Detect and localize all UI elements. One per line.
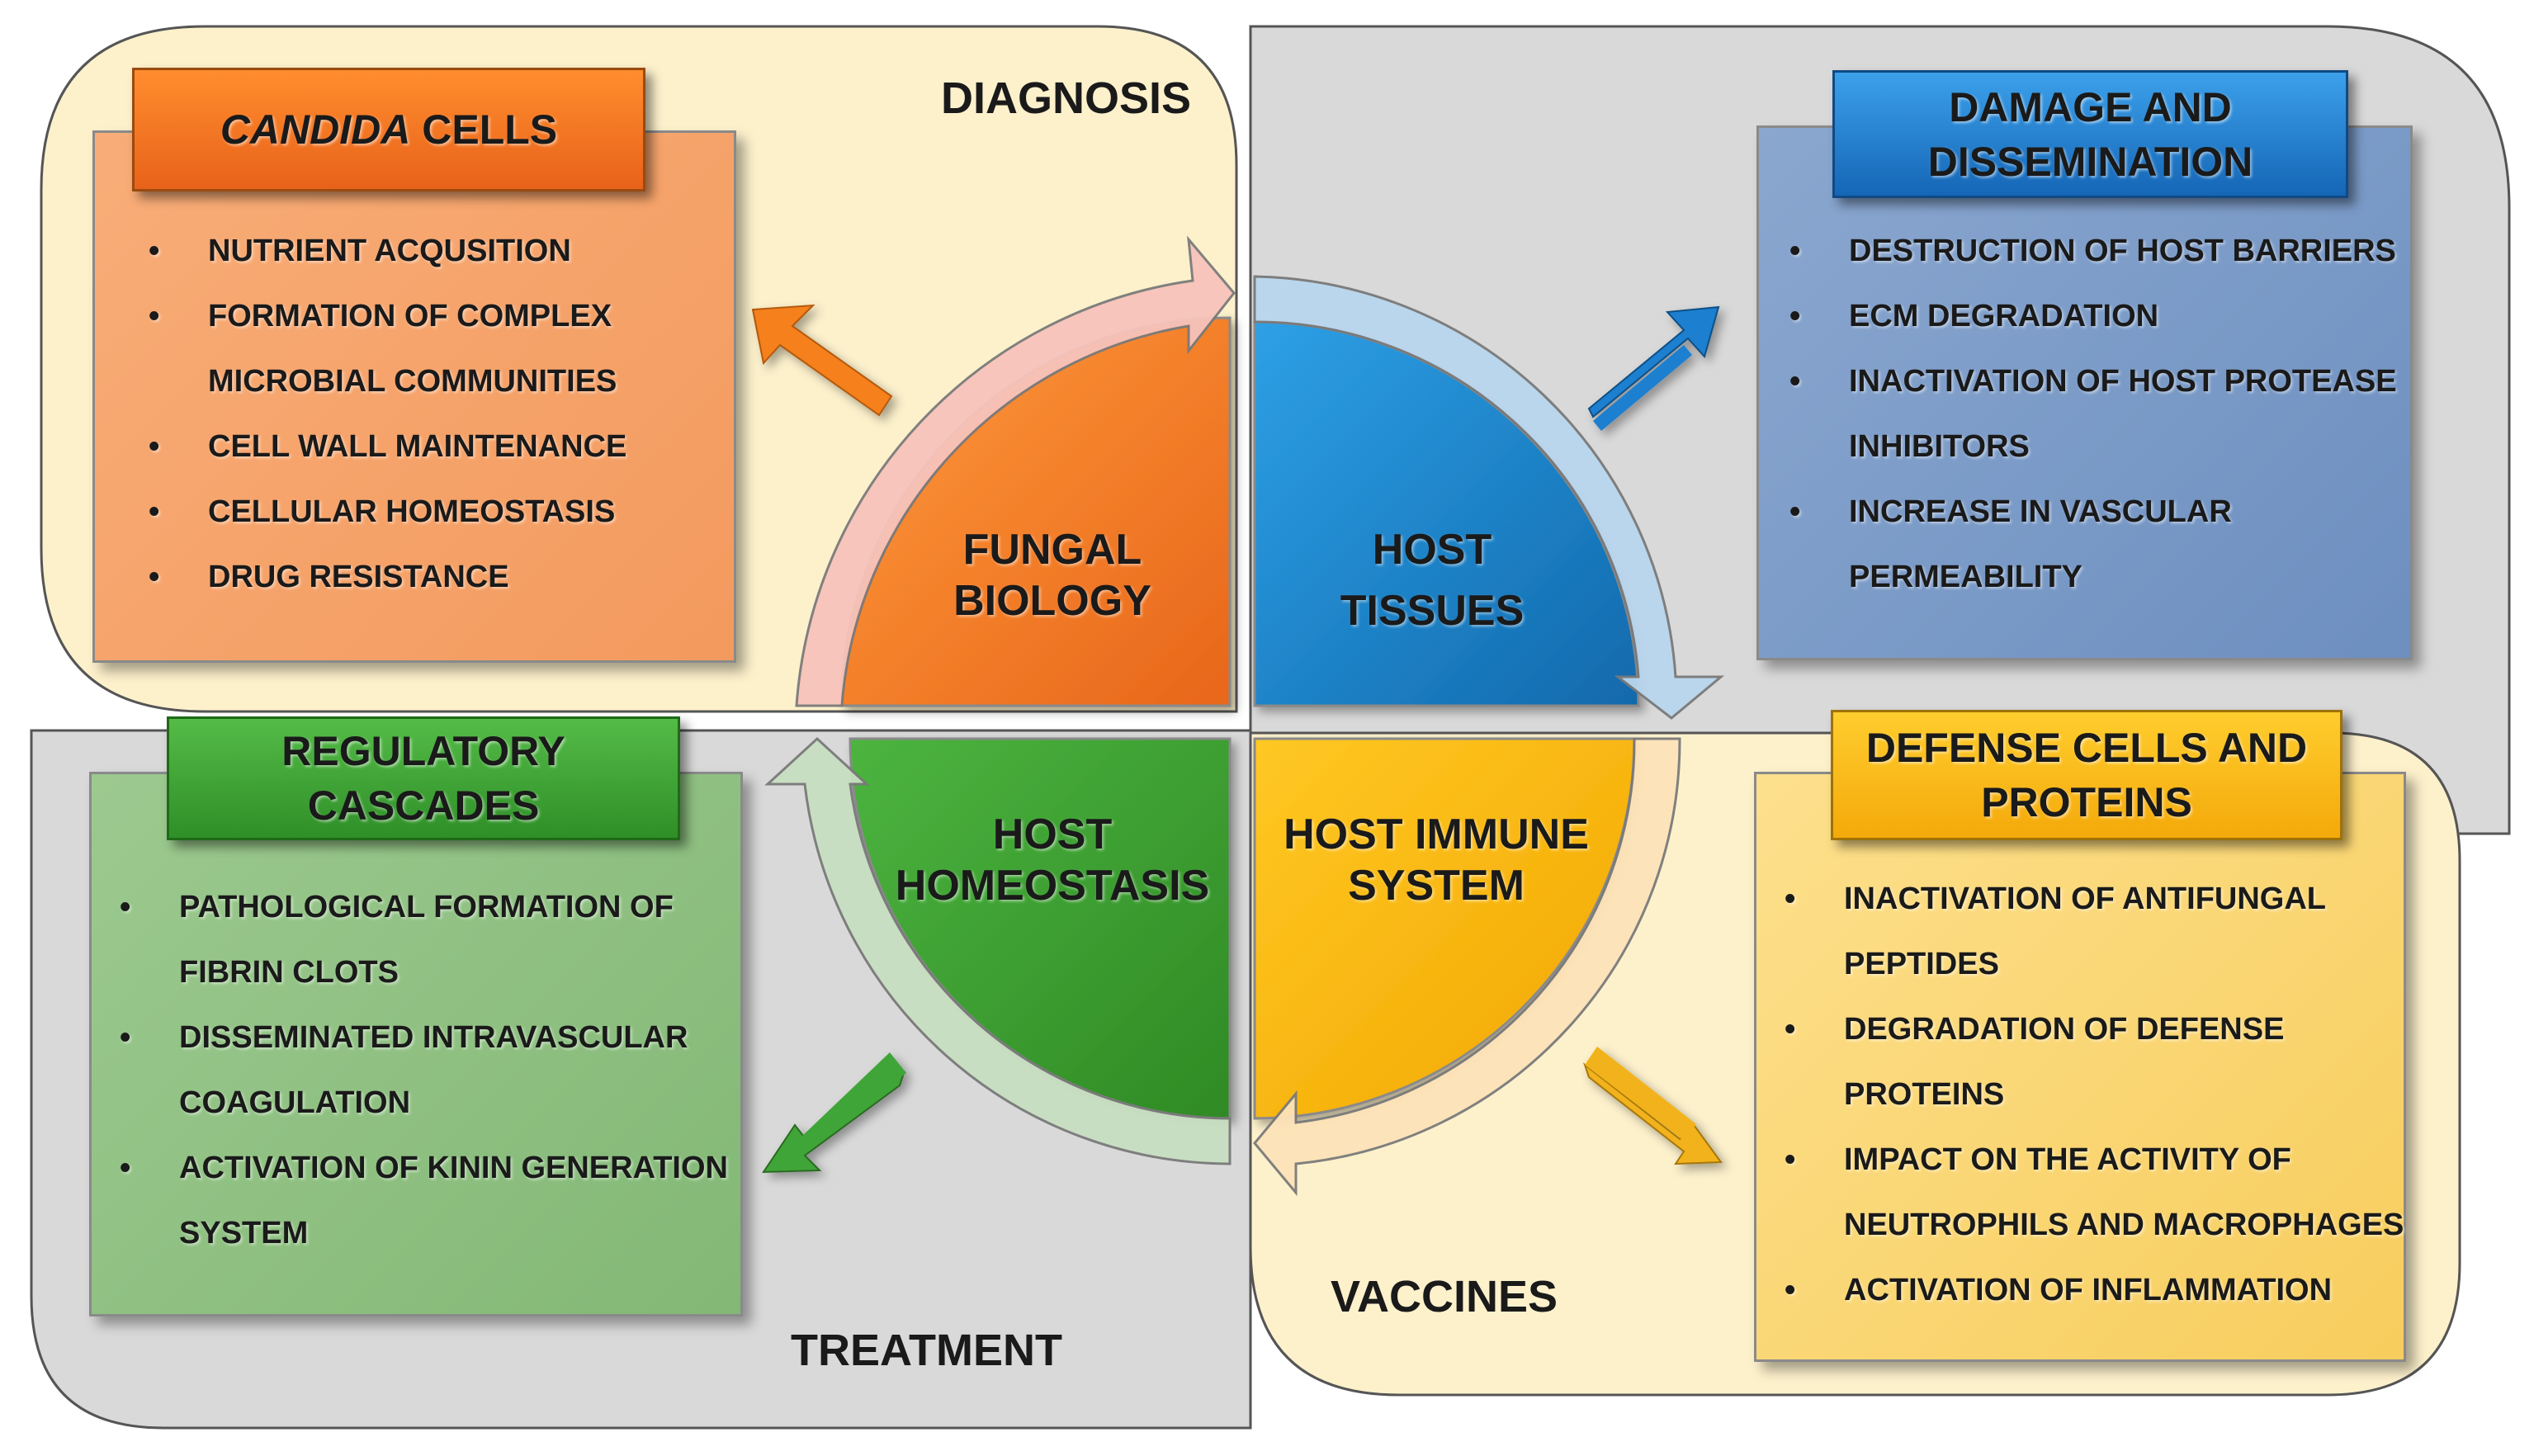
- panel-defense-cells: [1754, 772, 2406, 1362]
- title-defense-cells: DEFENSE CELLS AND PROTEINS: [1831, 710, 2343, 840]
- list-item: •CELL WALL MAINTENANCE: [149, 429, 627, 464]
- list-item-continued: NEUTROPHILS AND MACROPHAGES: [1844, 1208, 2404, 1242]
- list-candida-cells: •NUTRIENT ACQUSITION •FORMATION OF COMPL…: [140, 219, 626, 610]
- label-diagnosis: DIAGNOSIS: [941, 73, 1192, 123]
- list-item: •INACTIVATION OF ANTIFUNGAL: [1785, 882, 2327, 916]
- arrow-to-candida-cells: [751, 304, 893, 417]
- curved-arrow-cream: [1253, 737, 1681, 1197]
- list-item-continued: PEPTIDES: [1844, 947, 1999, 981]
- list-item-continued: PROTEINS: [1844, 1077, 2005, 1112]
- list-item-continued: SYSTEM: [179, 1216, 309, 1250]
- title-candida-italic: CANDIDA: [220, 106, 411, 153]
- title-damage-dissemination: DAMAGE AND DISSEMINATION: [1832, 70, 2348, 198]
- list-item-continued: INHIBITORS: [1849, 429, 2030, 464]
- list-item: •PATHOLOGICAL FORMATION OF: [120, 890, 674, 924]
- title-candida-cells: CANDIDA CELLS: [132, 68, 645, 191]
- list-item: •INCREASE IN VASCULAR: [1789, 494, 2232, 529]
- arrow-to-defense: [1583, 1047, 1723, 1165]
- label-vaccines: VACCINES: [1331, 1272, 1558, 1321]
- curved-arrow-light-green: [764, 736, 1232, 1165]
- list-item: •ACTIVATION OF KININ GENERATION: [120, 1151, 728, 1185]
- list-item-continued: PERMEABILITY: [1849, 560, 2083, 594]
- title-regulatory-cascades: REGULATORY CASCADES: [167, 716, 680, 840]
- label-treatment: TREATMENT: [791, 1326, 1062, 1375]
- list-item: •FORMATION OF COMPLEX: [149, 299, 612, 333]
- list-damage-dissemination: •DESTRUCTION OF HOST BARRIERS •ECM DEGRA…: [1781, 219, 2397, 610]
- panel-damage-dissemination: [1756, 125, 2413, 660]
- curved-arrow-pink: [795, 235, 1236, 707]
- list-item: •ECM DEGRADATION: [1789, 299, 2159, 333]
- list-item: •CELLULAR HOMEOSTASIS: [149, 494, 616, 529]
- list-item-continued: COAGULATION: [179, 1085, 411, 1120]
- list-item-continued: MICROBIAL COMMUNITIES: [208, 364, 617, 399]
- panel-candida-cells: [92, 130, 736, 663]
- list-item: •DRUG RESISTANCE: [149, 560, 509, 594]
- curved-arrow-light-blue: [1253, 275, 1725, 720]
- list-item: •IMPACT ON THE ACTIVITY OF: [1785, 1142, 2291, 1177]
- list-item: •INACTIVATION OF HOST PROTEASE: [1789, 364, 2397, 399]
- list-item: •DISSEMINATED INTRAVASCULAR: [120, 1020, 688, 1055]
- arrow-to-regulatory: [762, 1052, 906, 1174]
- list-defense-cells: •INACTIVATION OF ANTIFUNGAL PEPTIDES •DE…: [1776, 867, 2404, 1323]
- list-item-continued: FIBRIN CLOTS: [179, 955, 399, 990]
- title-candida-rest: CELLS: [410, 106, 558, 153]
- list-regulatory-cascades: •PATHOLOGICAL FORMATION OF FIBRIN CLOTS …: [111, 875, 728, 1266]
- list-item: •DEGRADATION OF DEFENSE: [1785, 1012, 2285, 1047]
- panel-regulatory-cascades: [89, 772, 743, 1317]
- list-item: •NUTRIENT ACQUSITION: [149, 234, 571, 268]
- list-item: •ACTIVATION OF INFLAMMATION: [1785, 1273, 2333, 1307]
- arrow-to-damage: [1587, 305, 1720, 431]
- list-item: •DESTRUCTION OF HOST BARRIERS: [1789, 234, 2396, 268]
